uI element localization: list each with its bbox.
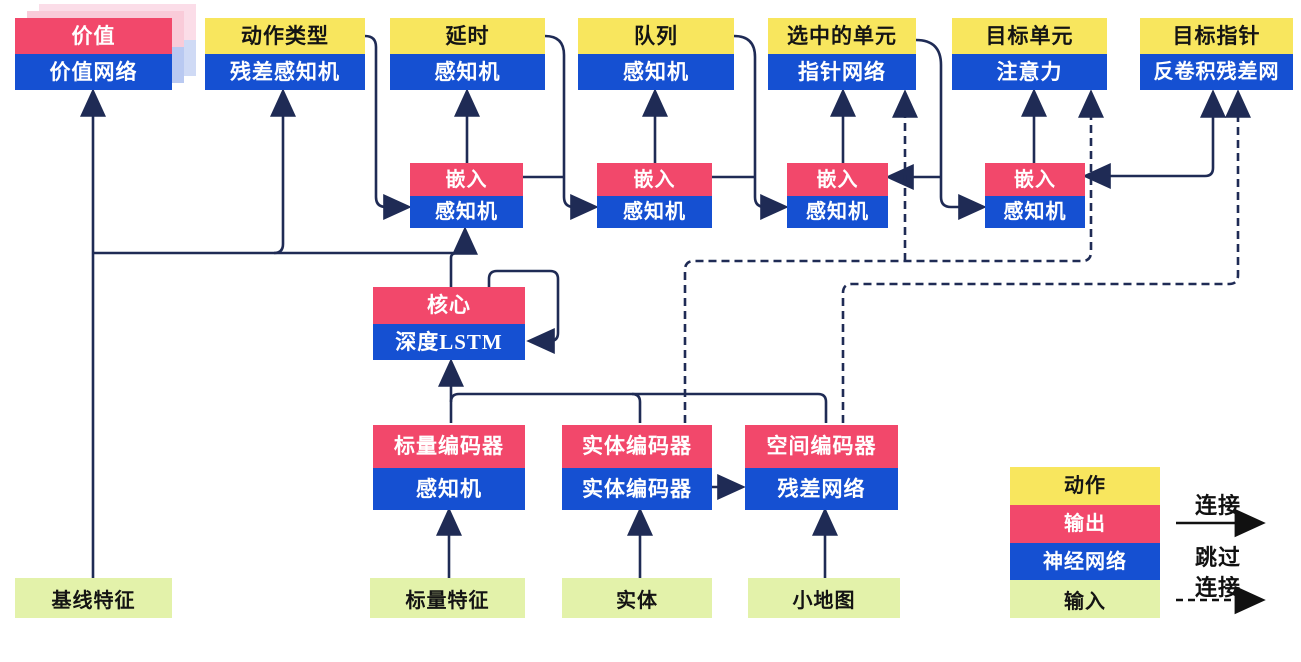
queue-label: 队列 bbox=[578, 18, 734, 54]
entity-encoder-network-label: 实体编码器 bbox=[562, 468, 712, 510]
spatial-encoder-label: 空间编码器 bbox=[745, 425, 898, 468]
action-type-label: 动作类型 bbox=[205, 18, 365, 54]
legend-skip-label-line2: 连接 bbox=[1194, 575, 1241, 600]
scalar-encoder-network-label: 感知机 bbox=[373, 468, 525, 510]
spatial-encoder-network-label: 残差网络 bbox=[745, 468, 898, 510]
skip-entityenc-to-targetunit bbox=[683, 89, 1104, 423]
skip-spatialenc-to-targetpointer bbox=[841, 89, 1251, 423]
legend-connection-label: 连接 bbox=[1194, 493, 1241, 518]
node-target-pointer: 目标指针 反卷积残差网 bbox=[1140, 18, 1293, 90]
target-pointer-network-label: 反卷积残差网 bbox=[1140, 54, 1293, 90]
node-scalar-features: 标量特征 bbox=[370, 578, 525, 618]
connector-core-selfloop bbox=[487, 269, 560, 354]
node-scalar-encoder: 标量编码器 感知机 bbox=[373, 425, 525, 510]
target-pointer-label: 目标指针 bbox=[1140, 18, 1293, 54]
node-embed1: 嵌入 感知机 bbox=[410, 163, 523, 228]
node-selected-units: 选中的单元 指针网络 bbox=[768, 18, 916, 90]
node-spatial-encoder: 空间编码器 残差网络 bbox=[745, 425, 898, 510]
embed1-network-label: 感知机 bbox=[410, 196, 523, 228]
entity-encoder-label: 实体编码器 bbox=[562, 425, 712, 468]
node-baseline-features: 基线特征 bbox=[15, 578, 172, 618]
node-embed4: 嵌入 感知机 bbox=[985, 163, 1085, 228]
node-embed3: 嵌入 感知机 bbox=[787, 163, 888, 228]
connector-selected-to-embed4 bbox=[915, 38, 987, 220]
node-core: 核心 深度LSTM bbox=[373, 287, 525, 360]
connector-encoder-merge bbox=[449, 392, 828, 423]
target-unit-label: 目标单元 bbox=[952, 18, 1107, 54]
selected-units-label: 选中的单元 bbox=[768, 18, 916, 54]
delay-network-label: 感知机 bbox=[390, 54, 545, 90]
connector-embed4-targetpointer bbox=[1082, 89, 1226, 189]
embed2-network-label: 感知机 bbox=[597, 196, 712, 228]
node-entity-encoder: 实体编码器 实体编码器 bbox=[562, 425, 712, 510]
queue-network-label: 感知机 bbox=[578, 54, 734, 90]
legend-color-key: 动作 输出 神经网络 输入 bbox=[1010, 467, 1160, 618]
legend-network-label: 神经网络 bbox=[1010, 543, 1160, 580]
legend-skip-label-line1: 跳过 bbox=[1194, 545, 1241, 570]
node-minimap: 小地图 bbox=[748, 578, 900, 618]
node-value: 价值 价值网络 bbox=[15, 18, 172, 90]
connector-runner bbox=[93, 226, 478, 255]
embed3-network-label: 感知机 bbox=[787, 196, 888, 228]
selected-units-network-label: 指针网络 bbox=[768, 54, 916, 90]
legend-output-label: 输出 bbox=[1010, 505, 1160, 543]
embed4-label: 嵌入 bbox=[985, 163, 1085, 196]
node-action-type: 动作类型 残差感知机 bbox=[205, 18, 365, 90]
target-unit-network-label: 注意力 bbox=[952, 54, 1107, 90]
core-label: 核心 bbox=[373, 287, 525, 324]
embed4-network-label: 感知机 bbox=[985, 196, 1085, 228]
node-queue: 队列 感知机 bbox=[578, 18, 734, 90]
connector-delay-to-embed2 bbox=[544, 34, 599, 220]
legend-input-label: 输入 bbox=[1010, 580, 1160, 618]
node-delay: 延时 感知机 bbox=[390, 18, 545, 90]
connector-actiontype-to-embed1 bbox=[364, 34, 412, 220]
scalar-encoder-label: 标量编码器 bbox=[373, 425, 525, 468]
embed1-label: 嵌入 bbox=[410, 163, 523, 196]
core-network-label: 深度LSTM bbox=[373, 324, 525, 360]
node-entities: 实体 bbox=[562, 578, 712, 618]
connector-entityenc-merge bbox=[631, 392, 642, 423]
node-target-unit: 目标单元 注意力 bbox=[952, 18, 1107, 90]
node-embed2: 嵌入 感知机 bbox=[597, 163, 712, 228]
delay-label: 延时 bbox=[390, 18, 545, 54]
value-network-label: 价值网络 bbox=[15, 54, 172, 90]
connector-queue-to-embed3 bbox=[733, 34, 789, 220]
connector-runner-to-actiontype bbox=[270, 88, 296, 255]
embed3-label: 嵌入 bbox=[787, 163, 888, 196]
action-type-network-label: 残差感知机 bbox=[205, 54, 365, 90]
value-output-label: 价值 bbox=[15, 18, 172, 54]
connector-core-output bbox=[449, 251, 458, 287]
embed2-label: 嵌入 bbox=[597, 163, 712, 196]
legend-action-label: 动作 bbox=[1010, 467, 1160, 505]
